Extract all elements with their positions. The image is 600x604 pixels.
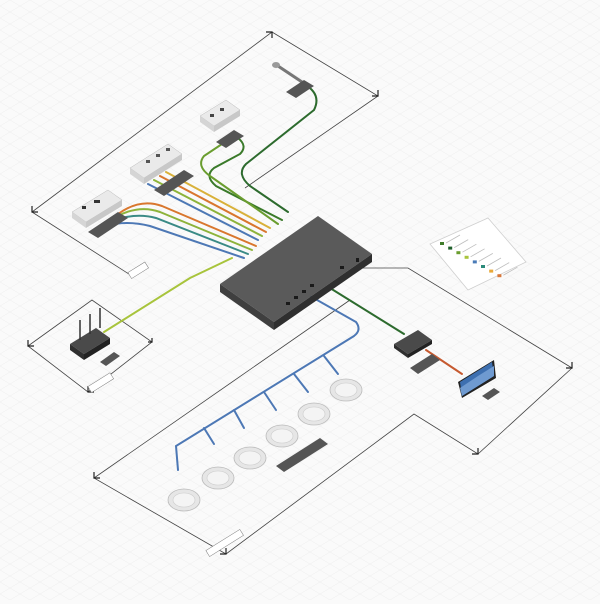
legend-card-bg [429, 217, 527, 291]
switcher-front-right [274, 254, 372, 330]
cable-wall-plate-2 [200, 139, 279, 225]
receiver-top [394, 330, 432, 354]
table-box-label-bar [154, 170, 194, 196]
cable-receiver [329, 287, 405, 335]
table-box-port-3 [166, 148, 170, 151]
ceiling-speakers [167, 378, 363, 512]
wall-panel-label-bar [88, 212, 128, 238]
legend-entry-text [454, 239, 469, 248]
table-box-port-1 [146, 160, 150, 163]
table-box[interactable] [129, 143, 194, 196]
legend-swatch [464, 255, 469, 259]
receiver[interactable] [394, 330, 440, 374]
cable-wall-panel-orange [117, 202, 257, 247]
router-side [70, 344, 84, 360]
legend-entry-text [470, 248, 485, 258]
switcher-front-left [220, 284, 274, 330]
upper-zone-outline [31, 31, 379, 213]
wall-plate-front [214, 110, 240, 132]
table-box-side [130, 168, 144, 184]
receiver-side [394, 344, 408, 358]
router-zone-tag-box [87, 372, 114, 393]
wall-plate-label-bar [216, 130, 244, 148]
display-label-bar [482, 388, 500, 400]
cable-speaker-drop-3 [233, 409, 245, 429]
cable-speaker-drop-6 [323, 355, 339, 375]
router-label-bar [100, 352, 120, 366]
legend-swatch [472, 260, 477, 264]
matrix-switcher[interactable] [220, 216, 372, 330]
legend-card [429, 217, 527, 291]
router-top [70, 328, 110, 354]
ceiling-speaker-icon[interactable] [329, 378, 363, 402]
legend-entry-text [478, 253, 493, 262]
legend-swatch [489, 269, 494, 273]
wall-plate-side [200, 116, 214, 132]
wall-panel-side [72, 212, 86, 228]
switcher-top [220, 216, 372, 322]
display[interactable] [458, 360, 500, 400]
speaker-zone-tag-box [205, 529, 244, 557]
legend-entry-text [445, 234, 461, 244]
cable-router [103, 257, 233, 333]
ceiling-speaker-icon[interactable] [297, 402, 331, 426]
speaker-zone-outline [93, 267, 573, 555]
speakers-label-bar [276, 438, 328, 472]
ceiling-speaker-icon[interactable] [201, 466, 235, 490]
microphone-icon [272, 62, 280, 68]
upper-zone-tag-box [127, 261, 149, 279]
microphone-body [276, 64, 304, 84]
legend-swatch [456, 251, 461, 255]
switcher-ports [286, 258, 359, 305]
zone-tags [87, 261, 244, 557]
legend-entry-text [462, 243, 477, 253]
wall-panel-front [86, 200, 122, 228]
cable-wall-plate-1 [208, 137, 283, 221]
legend-swatch [497, 274, 502, 278]
wall-panel-port-1 [82, 206, 86, 209]
wall-panel[interactable] [71, 189, 128, 238]
microphone-label-bar [286, 80, 314, 98]
legend-swatch [448, 246, 453, 250]
wall-plate[interactable] [199, 99, 244, 148]
wall-plate-port-2 [220, 108, 224, 111]
display-screen-highlight [460, 366, 494, 396]
table-box-front [144, 154, 182, 184]
table-box-port-2 [156, 154, 160, 157]
cable-speaker-drop-4 [263, 391, 277, 411]
router[interactable] [70, 308, 120, 366]
legend-entry-text [495, 262, 510, 271]
wall-panel-port-2 [94, 200, 100, 203]
legend-swatches [440, 234, 518, 278]
legend-entry-text [503, 266, 518, 276]
legend-swatch [481, 265, 485, 268]
ceiling-speaker-icon[interactable] [167, 488, 201, 512]
microphone[interactable] [272, 62, 314, 98]
wall-plate-port-1 [210, 114, 214, 117]
upper-zone-outline-left [31, 211, 133, 277]
legend-swatch [440, 242, 444, 245]
legend-entry-text [486, 257, 502, 267]
cable-speaker-drop-5 [293, 373, 309, 393]
cable-microphone [240, 83, 318, 213]
ceiling-speaker-icon[interactable] [265, 424, 299, 448]
receiver-label-bar [410, 354, 440, 374]
receiver-front [408, 340, 432, 358]
router-front [84, 338, 110, 360]
ceiling-speaker-icon[interactable] [233, 446, 267, 470]
cable-speaker-drop-2 [203, 427, 215, 445]
cable-speaker-trunk [174, 295, 360, 471]
